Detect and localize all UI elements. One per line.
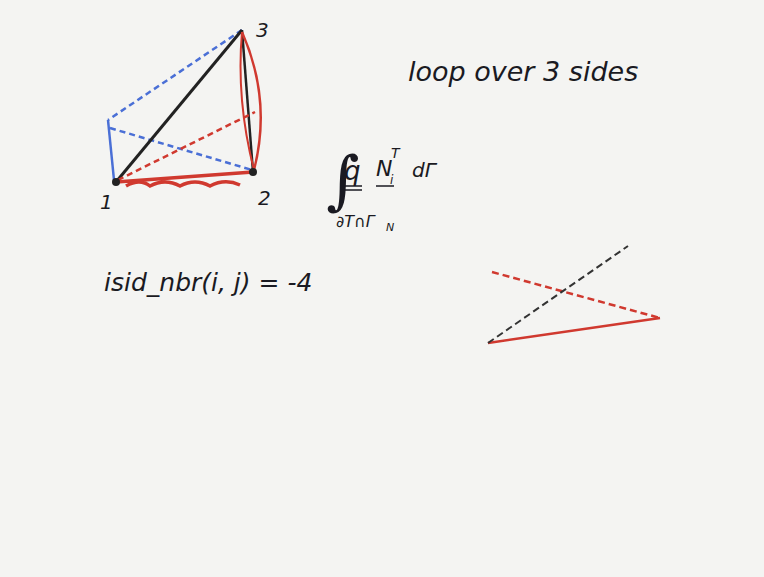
- formula-text: isid_nbr(i, j) = -4: [104, 270, 312, 295]
- vertex-number: 1: [100, 192, 113, 212]
- formula-superscript: T: [391, 146, 400, 160]
- formula-subscript: i: [390, 174, 393, 186]
- formula-symbol: dΓ: [412, 160, 436, 180]
- formula-symbol: N: [376, 158, 392, 180]
- formula-symbol: q: [344, 158, 361, 184]
- formula-subscript: N: [386, 222, 394, 233]
- vertex-number: 3: [256, 20, 269, 40]
- integral-limit: ∂T∩Γ: [336, 214, 375, 230]
- vertex-number: 2: [258, 188, 271, 208]
- note-text: loop over 3 sides: [408, 58, 638, 85]
